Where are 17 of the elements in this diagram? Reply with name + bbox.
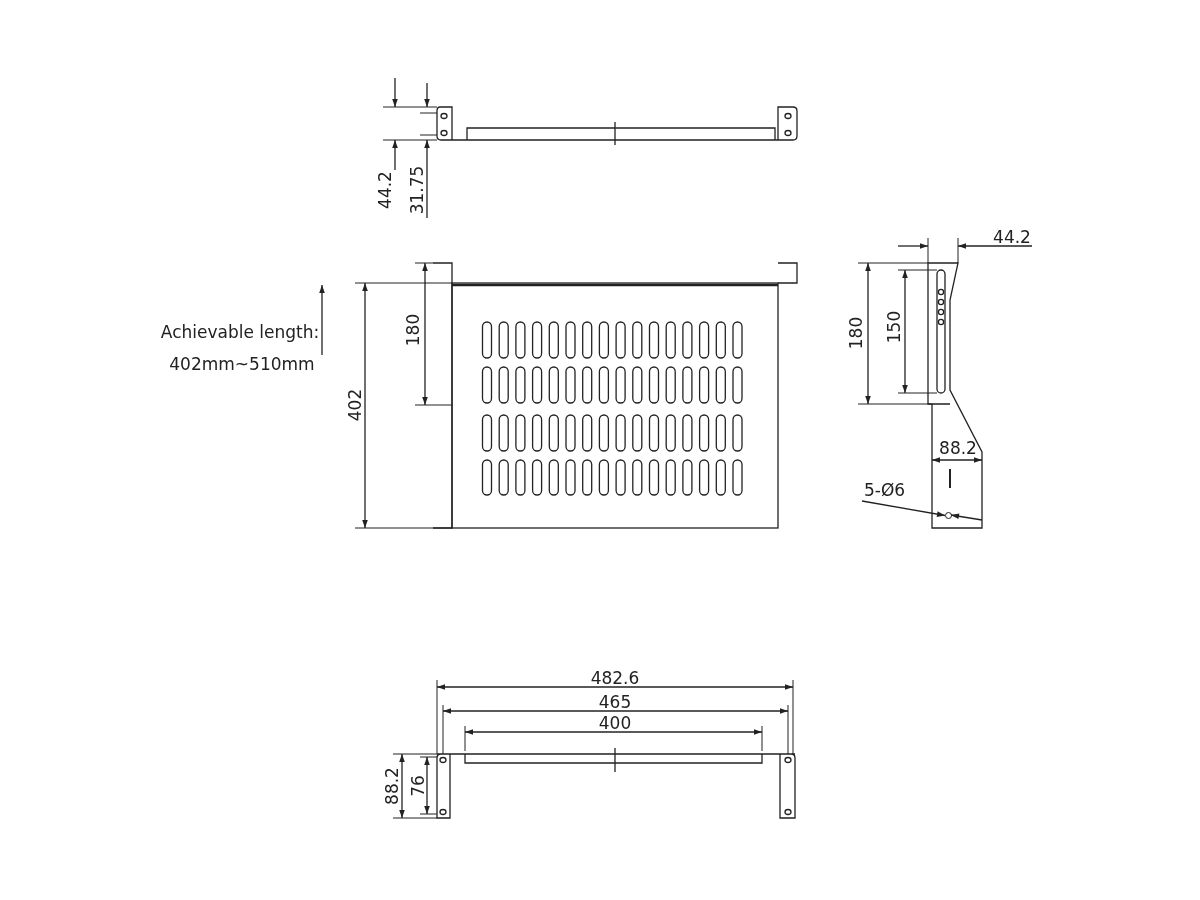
leader-line xyxy=(861,500,946,517)
dimension-value: 44.2 xyxy=(993,228,1031,246)
dimension-value: 31.75 xyxy=(408,165,426,215)
note-text: 402mm~510mm xyxy=(169,355,315,373)
dimension-value: 150 xyxy=(885,310,903,344)
dimension-value: 76 xyxy=(409,775,427,797)
dimension-value: 482.6 xyxy=(590,669,640,687)
dimension-value: 88.2 xyxy=(939,439,977,457)
note-text: Achievable length: xyxy=(160,323,320,341)
dimension-value: 402 xyxy=(346,388,364,422)
dimension-value: 465 xyxy=(598,693,632,711)
dimension-value: 44.2 xyxy=(376,171,394,209)
dimension-value: 180 xyxy=(847,316,865,350)
dimension-value: 88.2 xyxy=(383,767,401,805)
dimension-value: 400 xyxy=(598,714,632,732)
dimension-value: 180 xyxy=(404,313,422,347)
callout-text: 5-Ø6 xyxy=(864,482,906,499)
